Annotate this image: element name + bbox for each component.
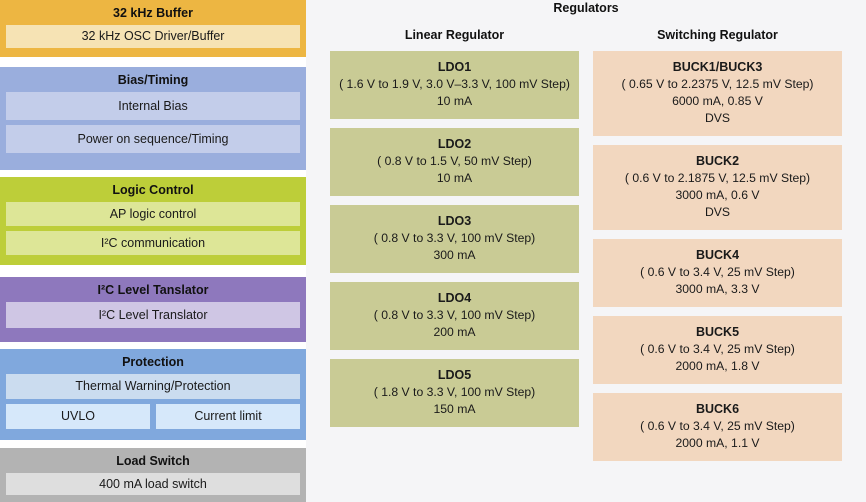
functional-blocks-panel: 32 kHz Buffer 32 kHz OSC Driver/Buffer B… <box>0 0 306 502</box>
regulator-name: BUCK4 <box>695 248 740 262</box>
block-item-ap-logic-control: AP logic control <box>6 202 300 226</box>
block-item-load-switch: 400 mA load switch <box>6 473 300 495</box>
block-item-current-limit: Current limit <box>156 404 300 429</box>
regulator-current: 10 mA <box>436 94 473 108</box>
block-item-thermal-warning: Thermal Warning/Protection <box>6 374 300 399</box>
regulator-range: ( 0.6 V to 2.1875 V, 12.5 mV Step) <box>624 171 811 185</box>
regulator-card-buck5: BUCK5 ( 0.6 V to 3.4 V, 25 mV Step) 2000… <box>593 316 842 384</box>
regulators-panel: Regulators Linear Regulator LDO1 ( 1.6 V… <box>306 0 866 502</box>
regulator-current: 2000 mA, 1.1 V <box>675 436 760 450</box>
regulator-name: BUCK1/BUCK3 <box>672 60 763 74</box>
regulator-card-buck1-buck3: BUCK1/BUCK3 ( 0.65 V to 2.2375 V, 12.5 m… <box>593 51 842 136</box>
regulator-name: BUCK6 <box>695 402 740 416</box>
regulator-card-buck2: BUCK2 ( 0.6 V to 2.1875 V, 12.5 mV Step)… <box>593 145 842 230</box>
regulator-card-ldo3: LDO3 ( 0.8 V to 3.3 V, 100 mV Step) 300 … <box>330 205 579 273</box>
regulator-current: 300 mA <box>433 248 476 262</box>
block-gap <box>0 440 306 448</box>
block-title: Protection <box>122 355 184 369</box>
column-heading-linear: Linear Regulator <box>404 28 505 42</box>
regulator-name: BUCK2 <box>695 154 740 168</box>
regulator-range: ( 0.65 V to 2.2375 V, 12.5 mV Step) <box>621 77 814 91</box>
regulator-feature: DVS <box>704 205 731 219</box>
regulator-card-ldo2: LDO2 ( 0.8 V to 1.5 V, 50 mV Step) 10 mA <box>330 128 579 196</box>
regulator-range: ( 0.8 V to 1.5 V, 50 mV Step) <box>377 154 532 168</box>
regulator-name: LDO2 <box>437 137 472 151</box>
regulator-name: LDO3 <box>437 214 472 228</box>
regulator-range: ( 1.8 V to 3.3 V, 100 mV Step) <box>373 385 536 399</box>
block-gap <box>0 265 306 277</box>
regulator-range: ( 0.8 V to 3.3 V, 100 mV Step) <box>373 308 536 322</box>
block-load-switch: Load Switch 400 mA load switch <box>0 448 306 502</box>
block-title: I²C Level Tanslator <box>97 283 209 297</box>
block-i2c-level-translator: I²C Level Tanslator I²C Level Translator <box>0 277 306 342</box>
regulator-name: LDO5 <box>437 368 472 382</box>
regulator-card-ldo5: LDO5 ( 1.8 V to 3.3 V, 100 mV Step) 150 … <box>330 359 579 427</box>
block-item-osc-driver: 32 kHz OSC Driver/Buffer <box>6 25 300 48</box>
block-bias-timing: Bias/Timing Internal Bias Power on seque… <box>0 67 306 170</box>
block-item-i2c-communication: I²C communication <box>6 231 300 255</box>
block-title: 32 kHz Buffer <box>113 6 193 20</box>
regulators-title: Regulators <box>553 1 619 15</box>
regulator-card-buck6: BUCK6 ( 0.6 V to 3.4 V, 25 mV Step) 2000… <box>593 393 842 461</box>
regulator-name: LDO1 <box>437 60 472 74</box>
regulator-current: 200 mA <box>433 325 476 339</box>
block-logic-control: Logic Control AP logic control I²C commu… <box>0 177 306 265</box>
regulator-current: 10 mA <box>436 171 473 185</box>
regulator-range: ( 0.6 V to 3.4 V, 25 mV Step) <box>640 419 795 433</box>
regulator-range: ( 0.8 V to 3.3 V, 100 mV Step) <box>373 231 536 245</box>
block-item-power-on-sequence: Power on sequence/Timing <box>6 125 300 153</box>
regulator-current: 150 mA <box>433 402 476 416</box>
regulator-range: ( 0.6 V to 3.4 V, 25 mV Step) <box>640 265 795 279</box>
regulator-range: ( 1.6 V to 1.9 V, 3.0 V–3.3 V, 100 mV St… <box>339 77 570 91</box>
regulator-current: 2000 mA, 1.8 V <box>675 359 760 373</box>
block-gap <box>0 170 306 177</box>
block-title: Load Switch <box>116 454 190 468</box>
block-title: Bias/Timing <box>117 73 189 87</box>
regulator-current: 6000 mA, 0.85 V <box>672 94 763 108</box>
block-protection: Protection Thermal Warning/Protection UV… <box>0 349 306 440</box>
column-heading-switching: Switching Regulator <box>657 28 778 42</box>
block-item-internal-bias: Internal Bias <box>6 92 300 120</box>
protection-sub-row: UVLO Current limit <box>6 404 300 429</box>
regulator-name: BUCK5 <box>695 325 740 339</box>
switching-regulator-column: Switching Regulator BUCK1/BUCK3 ( 0.65 V… <box>593 27 842 470</box>
block-32khz-buffer: 32 kHz Buffer 32 kHz OSC Driver/Buffer <box>0 0 306 57</box>
regulator-card-buck4: BUCK4 ( 0.6 V to 3.4 V, 25 mV Step) 3000… <box>593 239 842 307</box>
regulator-current: 3000 mA, 0.6 V <box>675 188 760 202</box>
regulator-range: ( 0.6 V to 3.4 V, 25 mV Step) <box>640 342 795 356</box>
regulator-name: LDO4 <box>437 291 472 305</box>
regulator-current: 3000 mA, 3.3 V <box>675 282 760 296</box>
regulator-card-ldo1: LDO1 ( 1.6 V to 1.9 V, 3.0 V–3.3 V, 100 … <box>330 51 579 119</box>
regulator-card-ldo4: LDO4 ( 0.8 V to 3.3 V, 100 mV Step) 200 … <box>330 282 579 350</box>
block-item-uvlo: UVLO <box>6 404 150 429</box>
regulator-feature: DVS <box>704 111 731 125</box>
block-item-i2c-level-translator: I²C Level Translator <box>6 302 300 328</box>
regulator-columns: Linear Regulator LDO1 ( 1.6 V to 1.9 V, … <box>330 16 842 470</box>
block-gap <box>0 57 306 67</box>
block-title: Logic Control <box>112 183 194 197</box>
block-gap <box>0 342 306 349</box>
linear-regulator-column: Linear Regulator LDO1 ( 1.6 V to 1.9 V, … <box>330 27 579 470</box>
